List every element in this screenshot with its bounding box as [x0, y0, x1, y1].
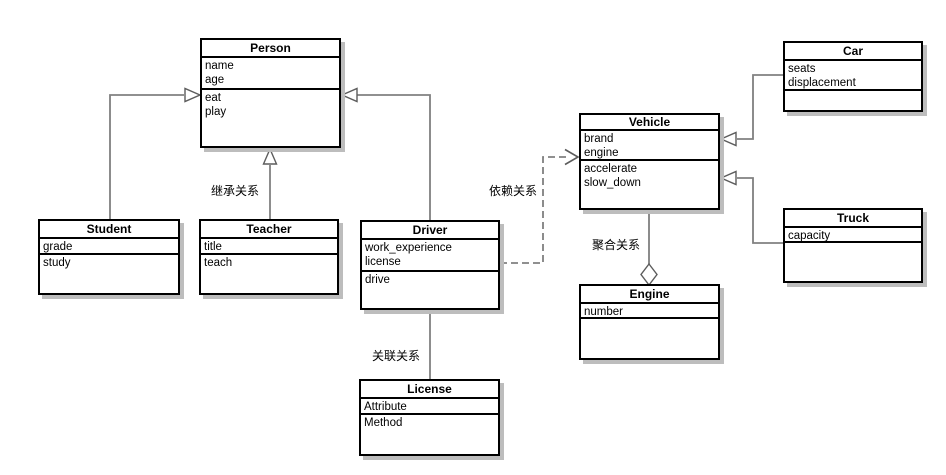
class-attributes-section: number — [581, 304, 718, 319]
class-attribute: age — [205, 74, 225, 86]
class-attribute: displacement — [788, 77, 856, 89]
class-attributes-section: seats displacement — [785, 61, 921, 91]
label-association-relationship: 关联关系 — [372, 349, 421, 363]
class-title: Person — [202, 40, 339, 58]
class-title: Car — [785, 43, 921, 61]
connector-teacher-person-inheritance — [262, 147, 278, 219]
class-title: Vehicle — [581, 115, 718, 131]
class-attribute: work_experience — [365, 242, 452, 254]
class-methods-section: drive — [362, 272, 498, 304]
connector-student-person-inheritance — [109, 87, 202, 219]
class-attribute: engine — [584, 147, 619, 159]
inheritance-arrowhead-icon — [184, 87, 202, 103]
class-method: play — [205, 106, 227, 118]
class-attribute: name — [205, 60, 234, 72]
class-title: Driver — [362, 222, 498, 240]
class-box-teacher[interactable]: Teacher title teach — [199, 219, 339, 295]
connector-truck-vehicle-inheritance — [719, 170, 783, 244]
class-methods-section: teach — [201, 255, 337, 289]
class-box-truck[interactable]: Truck capacity — [783, 208, 923, 283]
class-box-car[interactable]: Car seats displacement — [783, 41, 923, 112]
class-attribute: license — [365, 256, 401, 268]
class-attributes-section: work_experience license — [362, 240, 498, 272]
class-methods-section: accelerate slow_down — [581, 161, 718, 204]
class-box-driver[interactable]: Driver work_experience license drive — [360, 220, 500, 310]
class-attributes-section: name age — [202, 58, 339, 90]
class-title: Student — [40, 221, 178, 239]
class-box-person[interactable]: Person name age eat play — [200, 38, 341, 148]
class-title: Truck — [785, 210, 921, 228]
class-method: slow_down — [584, 177, 641, 189]
connector-car-vehicle-inheritance — [719, 74, 783, 147]
label-inheritance-relationship: 继承关系 — [211, 184, 260, 198]
class-title: Teacher — [201, 221, 337, 239]
class-method: drive — [365, 274, 390, 286]
label-dependency-relationship: 依赖关系 — [489, 184, 538, 198]
class-methods-section: study — [40, 255, 178, 289]
connector-vehicle-engine-aggregation — [640, 210, 658, 287]
class-methods-section: Method — [361, 415, 498, 450]
class-box-vehicle[interactable]: Vehicle brand engine accelerate slow_dow… — [579, 113, 720, 210]
label-aggregation-relationship: 聚合关系 — [592, 238, 641, 252]
class-methods-section: eat play — [202, 90, 339, 142]
class-box-license[interactable]: License Attribute Method — [359, 379, 500, 456]
class-attributes-section: capacity — [785, 228, 921, 243]
inheritance-arrowhead-icon — [340, 87, 358, 103]
class-method: Method — [364, 417, 403, 429]
class-attribute: Attribute — [364, 401, 407, 413]
class-attribute: grade — [43, 241, 73, 253]
class-methods-section — [785, 243, 921, 277]
class-title: Engine — [581, 286, 718, 304]
class-attributes-section: Attribute — [361, 399, 498, 415]
connector-driver-vehicle-dependency — [500, 148, 580, 264]
class-attribute: brand — [584, 133, 614, 145]
class-method: accelerate — [584, 163, 638, 175]
inheritance-arrowhead-icon — [719, 131, 737, 147]
dependency-arrowhead-icon — [564, 148, 580, 166]
class-attribute: seats — [788, 63, 816, 75]
class-attributes-section: title — [201, 239, 337, 255]
inheritance-arrowhead-icon — [719, 170, 737, 186]
class-box-student[interactable]: Student grade study — [38, 219, 180, 295]
class-methods-section — [581, 319, 718, 354]
class-method: teach — [204, 257, 233, 269]
class-attributes-section: grade — [40, 239, 178, 255]
class-method: study — [43, 257, 71, 269]
aggregation-diamond-icon — [640, 262, 658, 287]
inheritance-arrowhead-icon — [262, 147, 278, 165]
class-attribute: title — [204, 241, 222, 253]
class-attributes-section: brand engine — [581, 131, 718, 161]
class-title: License — [361, 381, 498, 399]
class-methods-section — [785, 91, 921, 106]
class-attribute: number — [584, 306, 623, 318]
class-method: eat — [205, 92, 221, 104]
class-attribute: capacity — [788, 230, 831, 242]
class-box-engine[interactable]: Engine number — [579, 284, 720, 360]
connector-driver-person-inheritance — [340, 87, 431, 220]
